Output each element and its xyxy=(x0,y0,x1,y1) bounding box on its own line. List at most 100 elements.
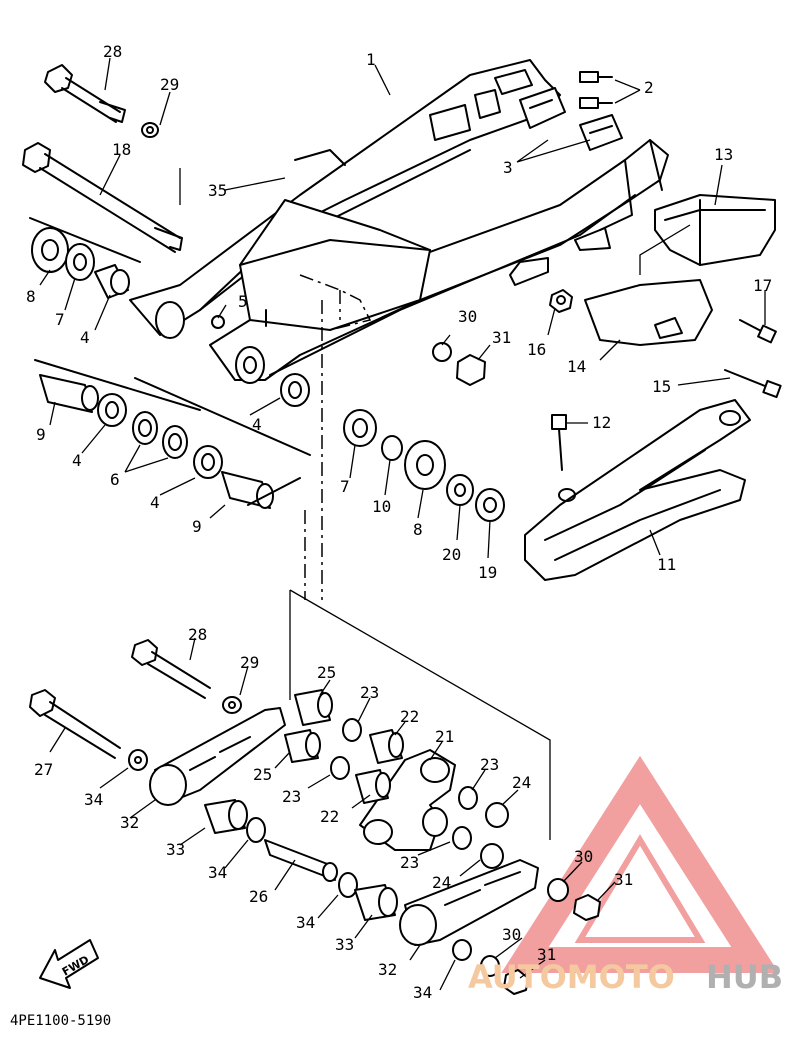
callout-23b: 23 xyxy=(282,787,301,806)
pivot-shaft-part-18 xyxy=(22,142,183,253)
callout-26: 26 xyxy=(249,887,268,906)
bolt-part-28-bottom xyxy=(131,639,211,699)
washer-part-34-c xyxy=(338,872,358,898)
bolt-part-27 xyxy=(29,689,121,759)
callout-24a: 24 xyxy=(512,773,531,792)
watermark-text-part2: HUB xyxy=(706,958,783,996)
callout-19: 19 xyxy=(478,563,497,582)
callout-20: 20 xyxy=(442,545,461,564)
callout-9a: 9 xyxy=(36,425,46,444)
collar-part-33-upper xyxy=(204,799,248,834)
callout-16: 16 xyxy=(527,340,546,359)
callout-14: 14 xyxy=(567,357,586,376)
callout-12: 12 xyxy=(592,413,611,432)
callout-numbers: 1 2 3 4 4 4 4 5 6 7 7 8 8 9 9 10 11 12 1… xyxy=(26,42,772,1002)
washer-nut-30-31-upper xyxy=(211,309,486,386)
callout-22b: 22 xyxy=(320,807,339,826)
callout-32b: 32 xyxy=(378,960,397,979)
callout-28b: 28 xyxy=(188,625,207,644)
leader-lines xyxy=(39,57,766,991)
washer-nut-30-31-lower xyxy=(452,878,601,995)
callout-2: 2 xyxy=(644,78,654,97)
callout-30a: 30 xyxy=(458,307,477,326)
nut-part-16 xyxy=(549,289,573,313)
relay-arm-part-21 xyxy=(359,749,456,851)
callout-10: 10 xyxy=(372,497,391,516)
bolt-part-15 xyxy=(724,369,782,399)
callout-22a: 22 xyxy=(400,707,419,726)
diagram-code: 4PE1100-5190 xyxy=(10,1013,111,1029)
callout-31a: 31 xyxy=(492,328,511,347)
callout-35: 35 xyxy=(208,181,227,200)
callout-29b: 29 xyxy=(240,653,259,672)
callout-8a: 8 xyxy=(26,287,36,306)
callout-31b: 31 xyxy=(614,870,633,889)
callout-25a: 25 xyxy=(317,663,336,682)
callout-30c: 30 xyxy=(502,925,521,944)
callout-31c: 31 xyxy=(537,945,556,964)
callout-3: 3 xyxy=(503,158,513,177)
callout-23a: 23 xyxy=(360,683,379,702)
forward-arrow-icon: FWD xyxy=(39,939,99,989)
bolt-part-28-top xyxy=(44,64,126,123)
callout-34a: 34 xyxy=(84,790,103,809)
callout-13: 13 xyxy=(714,145,733,164)
washer-part-34-a xyxy=(128,749,148,771)
callout-5: 5 xyxy=(238,292,248,311)
callout-18: 18 xyxy=(112,140,131,159)
connecting-rod-part-32-upper xyxy=(149,707,286,806)
bracket-part-14 xyxy=(584,279,713,346)
bushings-parts-22-23-24-25 xyxy=(284,689,509,869)
callout-21: 21 xyxy=(435,727,454,746)
chain-pads-part-3 xyxy=(519,87,623,151)
callout-30b: 30 xyxy=(574,847,593,866)
bolt-part-17 xyxy=(739,319,777,344)
bearing-stack-left-bottom xyxy=(29,217,311,509)
group-brackets xyxy=(179,168,691,840)
callout-33b: 33 xyxy=(335,935,354,954)
bearing-stack-left-top xyxy=(31,227,130,299)
callout-9b: 9 xyxy=(192,517,202,536)
callout-34b: 34 xyxy=(208,863,227,882)
callout-4d: 4 xyxy=(150,493,160,512)
callout-24b: 24 xyxy=(432,873,451,892)
washer-part-29-top xyxy=(141,122,159,138)
callout-23c: 23 xyxy=(480,755,499,774)
connecting-rod-part-32-lower xyxy=(399,859,539,946)
callout-7b: 7 xyxy=(340,477,350,496)
callout-34c: 34 xyxy=(296,913,315,932)
callout-34d: 34 xyxy=(413,983,432,1002)
center-lines xyxy=(304,290,341,600)
bolt-part-12 xyxy=(551,414,567,471)
callout-4b: 4 xyxy=(252,415,262,434)
relay-arm-part-11 xyxy=(524,399,751,581)
callout-6: 6 xyxy=(110,470,120,489)
callout-7a: 7 xyxy=(55,310,65,329)
callout-32a: 32 xyxy=(120,813,139,832)
callout-25b: 25 xyxy=(253,765,272,784)
washer-part-29-bottom xyxy=(222,696,242,714)
callout-33a: 33 xyxy=(166,840,185,859)
callout-23d: 23 xyxy=(400,853,419,872)
swingarm xyxy=(129,59,669,384)
bolts-part-2 xyxy=(579,71,613,109)
shaft-part-26 xyxy=(264,839,338,882)
watermark-triangle xyxy=(501,755,779,973)
watermark-logo xyxy=(501,755,779,973)
callout-1: 1 xyxy=(366,50,376,69)
callout-17: 17 xyxy=(753,276,772,295)
washer-part-34-b xyxy=(246,817,266,843)
callout-4c: 4 xyxy=(72,451,82,470)
callout-8b: 8 xyxy=(413,520,423,539)
callout-15: 15 xyxy=(652,377,671,396)
watermark-text-part1: AUTOMOTO xyxy=(468,958,675,996)
callout-29a: 29 xyxy=(160,75,179,94)
callout-27: 27 xyxy=(34,760,53,779)
callout-28a: 28 xyxy=(103,42,122,61)
collar-part-33-lower xyxy=(354,884,398,921)
callout-11: 11 xyxy=(657,555,676,574)
chain-guide-part-13 xyxy=(654,194,776,266)
bearing-stack-right xyxy=(280,373,505,522)
